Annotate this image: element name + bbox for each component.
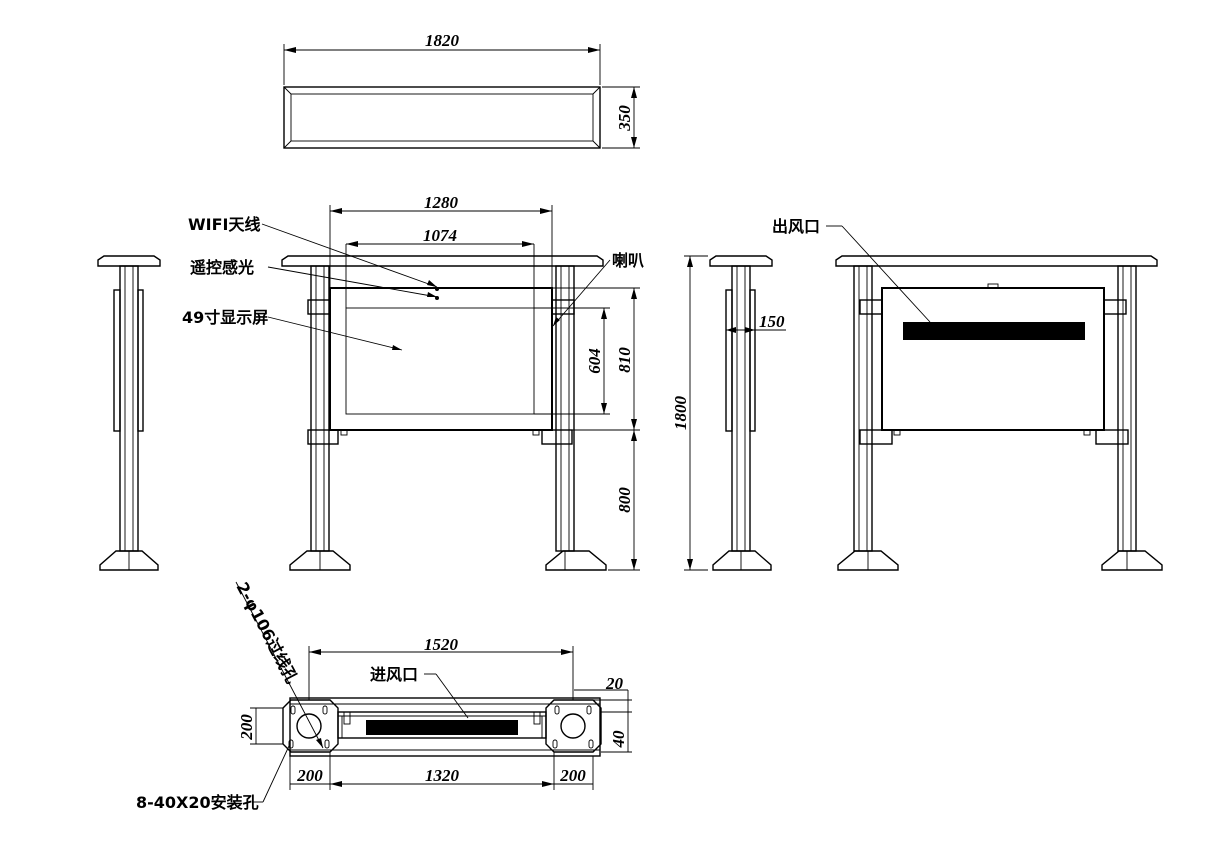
screen-height-dim: 604 (585, 348, 604, 374)
offset-top-dim: 20 (605, 674, 624, 693)
speaker-label: 喇叭 (612, 251, 644, 270)
foot-right-dim: 200 (559, 766, 586, 785)
front-frame-width-dim: 1280 (424, 193, 459, 212)
mounting-holes-label: 8-40X20安装孔 (136, 793, 259, 812)
base-inner-width-dim: 1320 (425, 766, 460, 785)
back-view: 出风口 (772, 217, 1163, 571)
left-side-view (97, 255, 161, 571)
top-depth-dim: 350 (615, 105, 634, 132)
display-screen-label: 49寸显示屏 (182, 308, 268, 327)
air-outlet-label: 出风口 (772, 217, 820, 236)
air-inlet-label: 进风口 (370, 665, 418, 684)
foot-depth-dim: 200 (237, 714, 256, 741)
right-side-view: 1800 150 (671, 255, 786, 571)
base-outer-width-dim: 1520 (424, 635, 459, 654)
base-height-dim: 800 (615, 487, 634, 513)
remote-sensor-label: 遥控感光 (190, 258, 254, 277)
outlet-vent (903, 322, 1085, 340)
screen-width-dim: 1074 (423, 226, 457, 245)
frame-height-dim: 810 (615, 347, 634, 373)
top-view: 1820 350 (283, 31, 640, 149)
side-depth-dim: 150 (759, 312, 785, 331)
offset-side-dim: 40 (609, 730, 628, 749)
front-view: 1280 1074 604 810 800 WIFI天线 遥控感光 49寸显示屏 (182, 193, 644, 571)
top-width-dim: 1820 (425, 31, 460, 50)
base-view: 1520 200 1320 200 200 20 40 进风口 2-φ106过线… (136, 579, 632, 812)
total-height-dim: 1800 (671, 396, 690, 431)
wifi-antenna-label: WIFI天线 (188, 215, 261, 234)
foot-left-dim: 200 (296, 766, 323, 785)
inlet-vent (366, 720, 518, 735)
cable-hole-label: 2-φ106过线孔 (232, 579, 301, 687)
